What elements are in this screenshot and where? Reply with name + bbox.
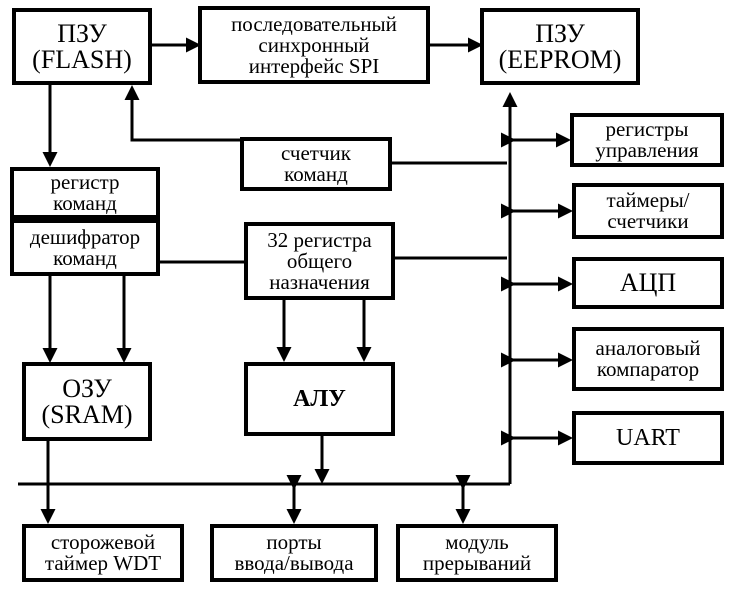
alu-block: АЛУ	[244, 362, 395, 436]
interrupt-module-block: модуль прерываний	[396, 524, 558, 582]
analog-comparator-block: аналоговый компаратор	[572, 327, 724, 391]
instruction-register-label: регистр команд	[50, 170, 120, 215]
general-registers-block: 32 регистра общего назначения	[244, 222, 395, 300]
io-ports-label: порты ввода/вывода	[234, 530, 354, 575]
rom-eeprom-label: ПЗУ (EEPROM)	[498, 18, 622, 74]
control-registers-block: регистры управления	[570, 113, 724, 167]
program-counter-label: счетчик команд	[281, 141, 351, 186]
link-counter-flash	[124, 85, 240, 142]
rom-flash-block: ПЗУ (FLASH)	[12, 8, 152, 85]
instruction-register-block: регистр команд	[10, 167, 160, 219]
uart-block: UART	[572, 411, 724, 465]
adc-label: АЦП	[619, 268, 677, 297]
io-ports-block: порты ввода/вывода	[210, 524, 378, 582]
ram-sram-block: ОЗУ (SRAM)	[22, 362, 152, 441]
spi-block: последовательный синхронный интерфейс SP…	[198, 6, 430, 84]
watchdog-label: сторожевой таймер WDT	[44, 530, 162, 575]
ram-sram-label: ОЗУ (SRAM)	[41, 373, 133, 429]
analog-comparator-label: аналоговый компаратор	[595, 336, 701, 381]
timers-counters-label: таймеры/ счетчики	[606, 188, 690, 233]
instruction-decoder-block: дешифратор команд	[10, 219, 160, 276]
general-registers-label: 32 регистра общего назначения	[267, 227, 372, 294]
adc-block: АЦП	[572, 257, 724, 309]
rom-eeprom-block: ПЗУ (EEPROM)	[480, 8, 640, 85]
link-registers-ram	[116, 260, 244, 363]
timers-counters-block: таймеры/ счетчики	[572, 183, 724, 239]
uart-label: UART	[616, 425, 680, 451]
rom-flash-label: ПЗУ (FLASH)	[32, 18, 132, 74]
watchdog-block: сторожевой таймер WDT	[22, 524, 184, 582]
alu-label: АЛУ	[293, 386, 346, 412]
spi-label: последовательный синхронный интерфейс SP…	[231, 11, 397, 78]
program-counter-block: счетчик команд	[240, 137, 392, 191]
instruction-decoder-label: дешифратор команд	[29, 224, 141, 270]
control-registers-label: регистры управления	[595, 117, 699, 162]
interrupt-module-label: модуль прерываний	[422, 530, 532, 575]
